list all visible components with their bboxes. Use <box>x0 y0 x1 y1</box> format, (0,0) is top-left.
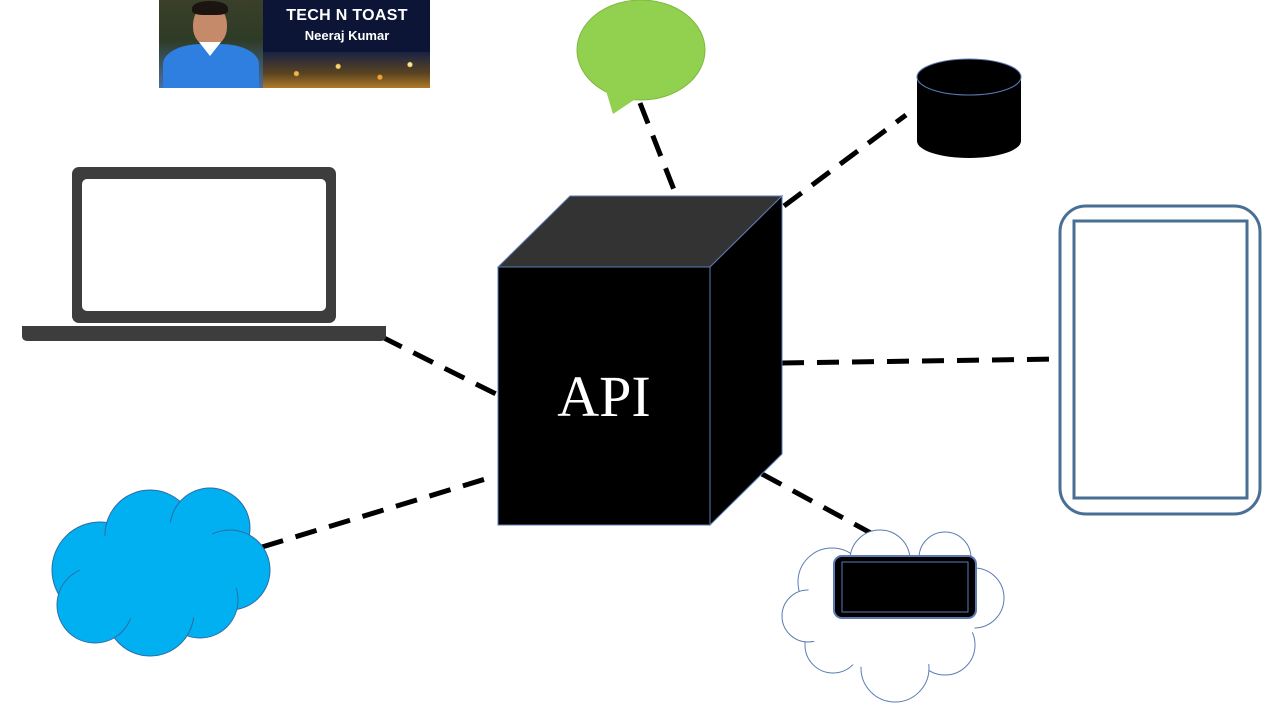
city-lights-image <box>263 52 430 88</box>
cube-front <box>497 266 711 526</box>
tablet-icon <box>1058 204 1262 516</box>
presenter-photo <box>159 0 263 88</box>
connector-laptop <box>380 334 500 398</box>
api-cube <box>496 194 784 527</box>
channel-title: TECH N TOAST <box>286 7 408 24</box>
laptop-icon <box>22 167 386 341</box>
presenter-name: Neeraj Kumar <box>304 28 390 43</box>
database-icon <box>916 58 1022 158</box>
api-label: API <box>557 364 651 429</box>
connector-cloud <box>261 474 493 550</box>
connector-tablet <box>781 356 1061 366</box>
connector-database <box>782 112 908 209</box>
chat-bubble-icon <box>576 0 706 114</box>
cloud-icon <box>51 487 271 657</box>
connector-chat <box>637 102 681 201</box>
cloud-phone-icon <box>781 529 1005 703</box>
channel-banner: TECH N TOAST Neeraj Kumar <box>159 0 430 88</box>
